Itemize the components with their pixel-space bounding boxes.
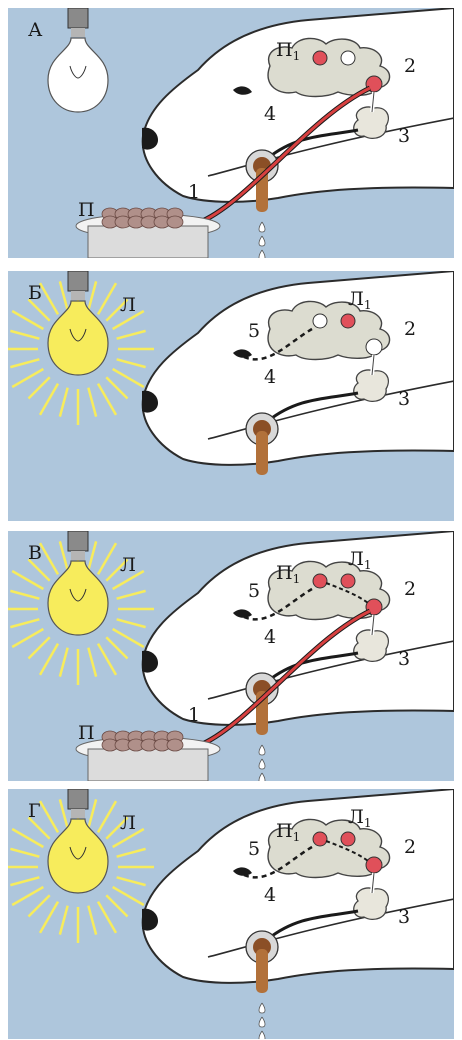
dog-head [142, 8, 454, 202]
panel-letter: Г [28, 800, 41, 822]
food-center-neuron [313, 314, 327, 328]
eye-label: 4 [264, 103, 276, 125]
saliva-drop-icon [259, 1017, 265, 1027]
saliva-drop-icon [259, 222, 265, 232]
food-bowl-icon [76, 208, 220, 258]
saliva-tube [256, 431, 268, 475]
dog-head [142, 531, 454, 725]
saliva-tube [256, 949, 268, 993]
nerve-label: 1 [188, 704, 200, 726]
light-center-neuron [341, 832, 355, 846]
saliva-drop-icon [259, 250, 265, 258]
food-center-neuron [313, 832, 327, 846]
lamp-label: Л [120, 812, 136, 834]
panel-letter: А [28, 19, 43, 41]
eye-label: 4 [264, 626, 276, 648]
gland-label: 3 [398, 388, 410, 410]
food-bowl-icon [76, 731, 220, 781]
nerve-label: 1 [188, 181, 200, 203]
saliva-drop-icon [259, 745, 265, 755]
food-label: П [78, 722, 95, 744]
gland-label: 3 [398, 648, 410, 670]
salivary-center-neuron [366, 857, 382, 873]
salivary-center-label: 2 [404, 318, 416, 340]
path-label: 5 [248, 838, 260, 860]
lamp-label: Л [120, 294, 136, 316]
salivary-center-label: 2 [404, 836, 416, 858]
food-center-neuron [313, 51, 327, 65]
panel-letter: Б [28, 282, 42, 304]
salivary-center-neuron [366, 339, 382, 355]
saliva-drop-icon [259, 773, 265, 781]
salivary-center-label: 2 [404, 55, 416, 77]
path-label: 5 [248, 320, 260, 342]
light-bulb-icon [48, 8, 108, 112]
food-center-neuron [313, 574, 327, 588]
saliva-drop-icon [259, 759, 265, 769]
saliva-drop-icon [259, 1003, 265, 1013]
panel-letter: В [28, 542, 42, 564]
light-center-neuron [341, 574, 355, 588]
eye-label: 4 [264, 884, 276, 906]
light-center-neuron [341, 51, 355, 65]
saliva-drop-icon [259, 236, 265, 246]
food-label: П [78, 199, 95, 221]
dog-head [142, 789, 454, 983]
saliva-drop-icon [259, 1031, 265, 1039]
light-center-neuron [341, 314, 355, 328]
dog-head [142, 271, 454, 465]
gland-label: 3 [398, 125, 410, 147]
gland-label: 3 [398, 906, 410, 928]
salivary-center-label: 2 [404, 578, 416, 600]
lamp-label: Л [120, 554, 136, 576]
eye-label: 4 [264, 366, 276, 388]
path-label: 5 [248, 580, 260, 602]
